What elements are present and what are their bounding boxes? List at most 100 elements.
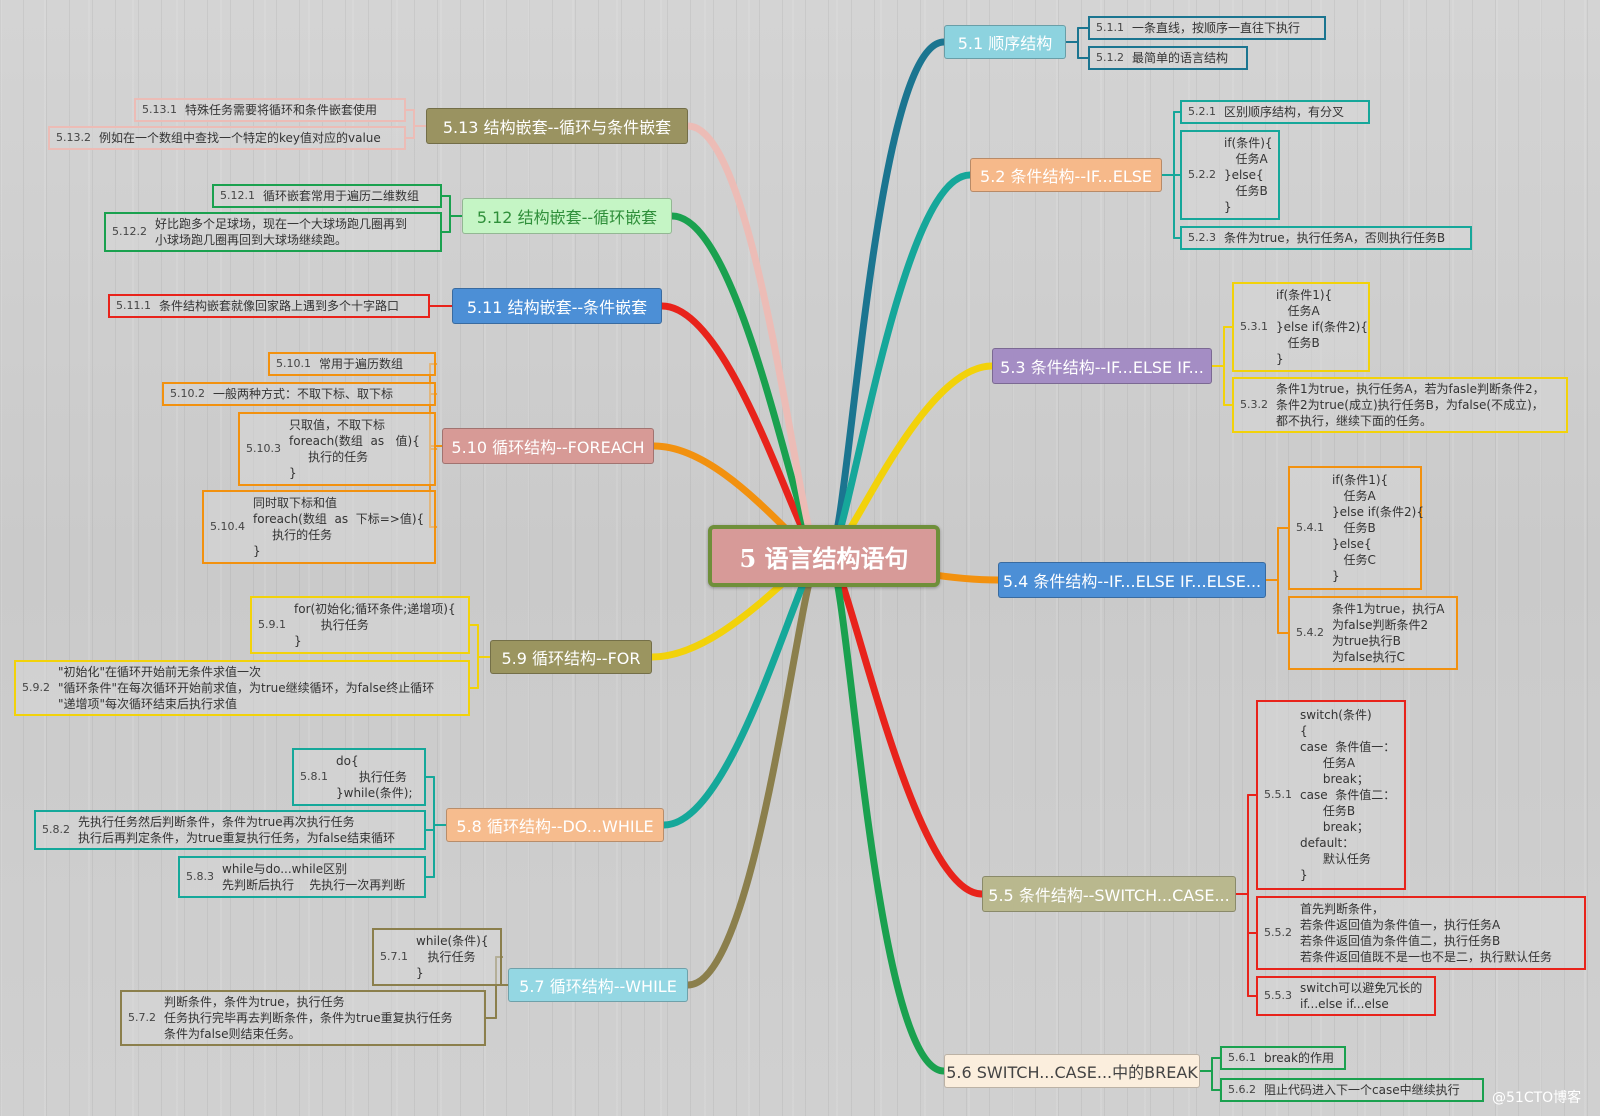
leaf-text: break的作用 [1264, 1051, 1334, 1065]
leaf-topic-b2-1[interactable]: 5.2.1 区别顺序结构，有分叉 [1180, 100, 1370, 124]
leaf-topic-b5-3[interactable]: 5.5.3 switch可以避免冗长的 if...else if...else [1256, 976, 1436, 1016]
branch-connector-b12 [668, 212, 822, 560]
leaf-number: 5.9.2 [22, 681, 50, 694]
leaf-number: 5.2.2 [1188, 168, 1216, 181]
leaf-number: 5.10.2 [170, 387, 205, 400]
leaf-number: 5.7.1 [380, 950, 408, 963]
leaf-text: while与do...while区别 先判断后执行 先执行一次再判断 [222, 862, 406, 892]
leaf-text: 常用于遍历数组 [319, 357, 404, 371]
leaf-text: 同时取下标和值 foreach(数组 as 下标=>值){ 执行的任务 } [253, 496, 425, 558]
leaf-text: 一般两种方式：不取下标、取下标 [213, 387, 394, 401]
branch-topic-b10[interactable]: 5.10 循环结构--FOREACH [442, 428, 654, 464]
leaf-number: 5.8.3 [186, 870, 214, 883]
leaf-number: 5.6.1 [1228, 1051, 1256, 1064]
leaf-topic-b11-1[interactable]: 5.11.1 条件结构嵌套就像回家路上遇到多个十字路口 [108, 294, 430, 318]
leaf-number: 5.12.1 [220, 189, 255, 202]
branch-topic-b1[interactable]: 5.1 顺序结构 [944, 25, 1066, 59]
leaf-topic-b10-3[interactable]: 5.10.3 只取值，不取下标 foreach(数组 as 值){ 执行的任务 } [238, 412, 436, 486]
branch-topic-b12[interactable]: 5.12 结构嵌套--循环嵌套 [462, 198, 672, 234]
branch-topic-b3[interactable]: 5.3 条件结构--IF...ELSE IF... [992, 348, 1212, 384]
leaf-number: 5.11.1 [116, 299, 151, 312]
leaf-text: 条件结构嵌套就像回家路上遇到多个十字路口 [159, 299, 400, 313]
branch-connector-b8 [660, 552, 822, 829]
leaf-topic-b3-1[interactable]: 5.3.1 if(条件1){ 任务A }else if(条件2){ 任务B } [1232, 282, 1370, 372]
leaf-text: do{ 执行任务 }while(条件); [336, 754, 413, 800]
leaf-number: 5.5.2 [1264, 926, 1292, 939]
leaf-number: 5.1.1 [1096, 21, 1124, 34]
leaf-text: 条件为true，执行任务A，否则执行任务B [1224, 231, 1446, 245]
branch-topic-b4[interactable]: 5.4 条件结构--IF...ELSE IF...ELSE... [998, 562, 1266, 598]
branch-topic-b5[interactable]: 5.5 条件结构--SWITCH...CASE... [982, 876, 1236, 912]
leaf-text: for(初始化;循环条件;递增项){ 执行任务 } [294, 602, 456, 648]
leaf-number: 5.2.1 [1188, 105, 1216, 118]
leaf-topic-b12-1[interactable]: 5.12.1 循环嵌套常用于遍历二维数组 [212, 184, 442, 208]
branch-connector-b11 [658, 302, 822, 560]
leaf-text: 条件1为true，执行A 为false判断条件2 为true执行B 为false… [1332, 602, 1445, 664]
leaf-text: 条件1为true，执行任务A，若为fasle判断条件2， 条件2为true(成立… [1276, 382, 1545, 428]
central-topic[interactable]: 5 语言结构语句 [708, 525, 940, 587]
leaf-text: 只取值，不取下标 foreach(数组 as 值){ 执行的任务 } [289, 418, 420, 480]
leaf-topic-b9-2[interactable]: 5.9.2 "初始化"在循环开始前无条件求值一次 "循环条件"在每次循环开始前求值… [14, 660, 470, 716]
leaf-number: 5.8.2 [42, 823, 70, 836]
leaf-topic-b13-2[interactable]: 5.13.2 例如在一个数组中查找一个特定的key值对应的value [48, 126, 406, 150]
leaf-topic-b5-2[interactable]: 5.5.2 首先判断条件， 若条件返回值为条件值一，执行任务A 若条件返回值为条件… [1256, 896, 1586, 970]
leaf-text: if(条件1){ 任务A }else if(条件2){ 任务B } [1276, 288, 1368, 366]
branch-topic-b7[interactable]: 5.7 循环结构--WHILE [508, 968, 688, 1002]
leaf-topic-b10-4[interactable]: 5.10.4 同时取下标和值 foreach(数组 as 下标=>值){ 执行的任… [202, 490, 436, 564]
leaf-text: 好比跑多个足球场，现在一个大球场跑几圈再到 小球场跑几圈再回到大球场继续跑。 [155, 217, 408, 247]
leaf-number: 5.12.2 [112, 225, 147, 238]
leaf-number: 5.13.1 [142, 103, 177, 116]
leaf-number: 5.8.1 [300, 770, 328, 783]
branch-connector-b7 [684, 552, 822, 989]
leaf-number: 5.4.1 [1296, 521, 1324, 534]
leaf-topic-b10-1[interactable]: 5.10.1 常用于遍历数组 [268, 352, 436, 376]
leaf-text: 循环嵌套常用于遍历二维数组 [263, 189, 420, 203]
leaf-topic-b8-3[interactable]: 5.8.3 while与do...while区别 先判断后执行 先执行一次再判断 [178, 856, 426, 898]
leaf-topic-b8-1[interactable]: 5.8.1 do{ 执行任务 }while(条件); [292, 748, 426, 806]
leaf-number: 5.1.2 [1096, 51, 1124, 64]
leaf-number: 5.10.3 [246, 442, 281, 455]
branch-connector-b2 [826, 171, 974, 560]
leaf-number: 5.10.1 [276, 357, 311, 370]
leaf-number: 5.7.2 [128, 1011, 156, 1024]
branch-topic-b13[interactable]: 5.13 结构嵌套--循环与条件嵌套 [426, 108, 688, 144]
leaf-topic-b9-1[interactable]: 5.9.1 for(初始化;循环条件;递增项){ 执行任务 } [250, 596, 470, 654]
branch-topic-b2[interactable]: 5.2 条件结构--IF...ELSE [970, 158, 1162, 192]
branch-topic-b6[interactable]: 5.6 SWITCH...CASE...中的BREAK [944, 1054, 1200, 1088]
leaf-text: 首先判断条件， 若条件返回值为条件值一，执行任务A 若条件返回值为条件值二，执行… [1300, 902, 1553, 964]
leaf-topic-b12-2[interactable]: 5.12.2 好比跑多个足球场，现在一个大球场跑几圈再到 小球场跑几圈再回到大球场… [104, 212, 442, 252]
leaf-text: switch可以避免冗长的 if...else if...else [1300, 981, 1423, 1011]
leaf-number: 5.5.3 [1264, 989, 1292, 1002]
branch-topic-b9[interactable]: 5.9 循环结构--FOR [490, 640, 652, 674]
leaf-text: 一条直线，按顺序一直往下执行 [1132, 21, 1301, 35]
leaf-text: switch(条件) { case 条件值一： 任务A break； case … [1300, 708, 1396, 882]
leaf-text: 区别顺序结构，有分叉 [1224, 105, 1345, 119]
leaf-number: 5.13.2 [56, 131, 91, 144]
branch-topic-b8[interactable]: 5.8 循环结构--DO...WHILE [446, 808, 664, 842]
leaf-topic-b4-1[interactable]: 5.4.1 if(条件1){ 任务A }else if(条件2){ 任务B }el… [1288, 466, 1424, 590]
leaf-number: 5.2.3 [1188, 231, 1216, 244]
branch-topic-b11[interactable]: 5.11 结构嵌套--条件嵌套 [452, 288, 662, 324]
leaf-topic-b6-1[interactable]: 5.6.1 break的作用 [1220, 1046, 1346, 1070]
leaf-topic-b6-2[interactable]: 5.6.2 阻止代码进入下一个case中继续执行 [1220, 1078, 1484, 1102]
leaf-topic-b2-3[interactable]: 5.2.3 条件为true，执行任务A，否则执行任务B [1180, 226, 1472, 250]
leaf-number: 5.6.2 [1228, 1083, 1256, 1096]
leaf-text: 例如在一个数组中查找一个特定的key值对应的value [99, 131, 381, 145]
leaf-text: "初始化"在循环开始前无条件求值一次 "循环条件"在每次循环开始前求值，为tru… [58, 665, 435, 711]
leaf-text: if(条件1){ 任务A }else if(条件2){ 任务B }else{ 任… [1332, 473, 1424, 583]
leaf-text: 阻止代码进入下一个case中继续执行 [1264, 1083, 1460, 1097]
leaf-number: 5.10.4 [210, 520, 245, 533]
leaf-topic-b10-2[interactable]: 5.10.2 一般两种方式：不取下标、取下标 [162, 382, 436, 406]
leaf-topic-b1-1[interactable]: 5.1.1 一条直线，按顺序一直往下执行 [1088, 16, 1326, 40]
leaf-number: 5.9.1 [258, 618, 286, 631]
leaf-number: 5.3.1 [1240, 320, 1268, 333]
